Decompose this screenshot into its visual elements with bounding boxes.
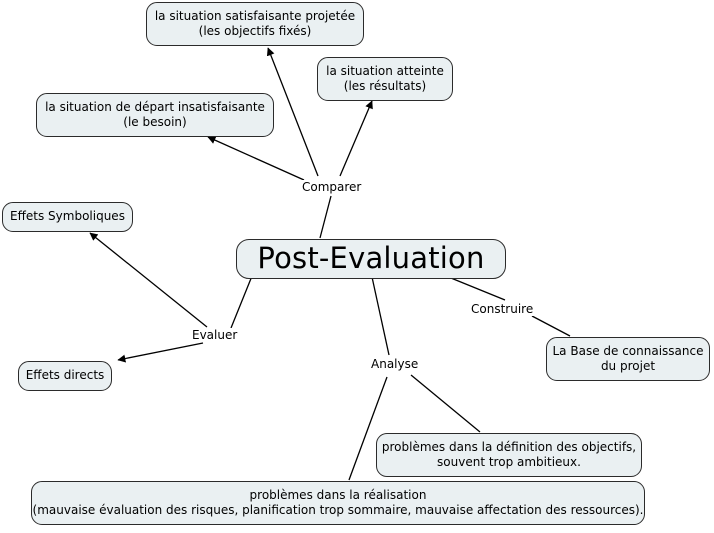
edge-evaluer-to-effets-directs bbox=[117, 342, 204, 363]
edge-label-analyse: Analyse bbox=[369, 357, 421, 371]
edge-evaluer-to-effets-symboliques bbox=[89, 232, 208, 328]
edge-label-construire: Construire bbox=[469, 302, 536, 316]
edge-analyse-to-problemes-definition bbox=[410, 374, 481, 433]
edge-comparer-to-situation-atteinte bbox=[339, 100, 373, 177]
edge-label-comparer: Comparer bbox=[300, 180, 364, 194]
edge-construire-to-base-connaissance bbox=[531, 315, 571, 337]
edge-post-evaluation-to-construire bbox=[445, 275, 506, 301]
edge-post-evaluation-to-comparer bbox=[319, 195, 332, 239]
node-situation-depart[interactable]: la situation de départ insatisfaisante (… bbox=[36, 93, 274, 137]
edge-label-evaluer: Evaluer bbox=[190, 328, 240, 342]
node-situation-atteinte[interactable]: la situation atteinte (les résultats) bbox=[317, 57, 453, 101]
node-problemes-definition[interactable]: problèmes dans la définition des objecti… bbox=[376, 433, 642, 477]
node-effets-directs[interactable]: Effets directs bbox=[18, 361, 112, 391]
node-situation-projetee[interactable]: la situation satisfaisante projetée (les… bbox=[146, 2, 364, 46]
edge-post-evaluation-to-analyse bbox=[371, 276, 390, 356]
node-problemes-realisation[interactable]: problèmes dans la réalisation (mauvaise … bbox=[31, 481, 645, 525]
node-effets-symboliques[interactable]: Effets Symboliques bbox=[2, 202, 133, 232]
edge-comparer-to-situation-projetee bbox=[266, 47, 319, 177]
edge-comparer-to-situation-depart bbox=[207, 136, 305, 181]
node-post-evaluation[interactable]: Post-Evaluation bbox=[236, 239, 506, 279]
edge-analyse-to-problemes-realisation bbox=[348, 376, 388, 481]
node-base-connaissance[interactable]: La Base de connaissance du projet bbox=[546, 337, 710, 381]
edge-post-evaluation-to-evaluer bbox=[230, 275, 253, 329]
